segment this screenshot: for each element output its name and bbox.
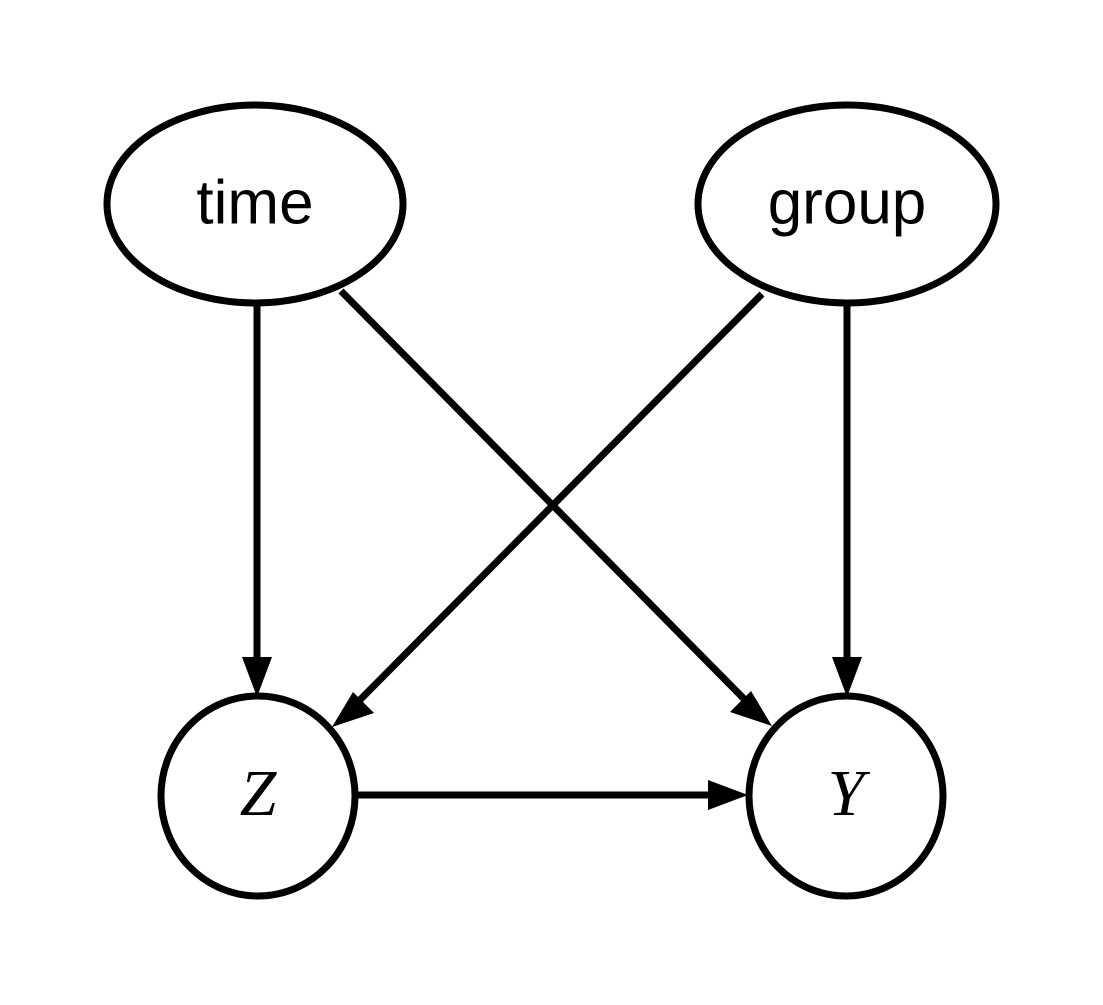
node-group: time group Z Y: [103, 101, 1000, 900]
edge-group-to-y-arrowhead: [832, 657, 862, 697]
node-time[interactable]: time: [103, 101, 407, 307]
edge-group: [242, 288, 862, 810]
node-group-label: group: [768, 168, 927, 237]
node-group-ellipse: [694, 101, 1000, 307]
node-time-ellipse: [103, 101, 407, 307]
edge-z-to-y-arrowhead: [708, 780, 748, 810]
edge-time-to-z-arrowhead: [242, 657, 272, 697]
edge-time-to-z[interactable]: [242, 303, 272, 697]
edge-group-to-z-arrowhead: [332, 692, 374, 727]
node-z[interactable]: Z: [157, 692, 359, 900]
edge-group-to-y[interactable]: [832, 303, 862, 697]
edge-time-to-y-arrowhead: [730, 691, 772, 726]
node-y-circle: [745, 692, 947, 900]
edge-time-to-y[interactable]: [338, 288, 772, 726]
edge-z-to-y[interactable]: [356, 780, 748, 810]
node-z-circle: [157, 692, 359, 900]
node-y-label: Y: [828, 757, 871, 830]
node-group-var[interactable]: group: [694, 101, 1000, 307]
edge-group-to-z[interactable]: [332, 291, 765, 727]
node-y[interactable]: Y: [745, 692, 947, 900]
node-time-label: time: [196, 168, 313, 237]
edge-group-to-z-line: [344, 291, 765, 716]
node-z-label: Z: [240, 757, 278, 830]
edge-time-to-y-line: [338, 288, 760, 715]
